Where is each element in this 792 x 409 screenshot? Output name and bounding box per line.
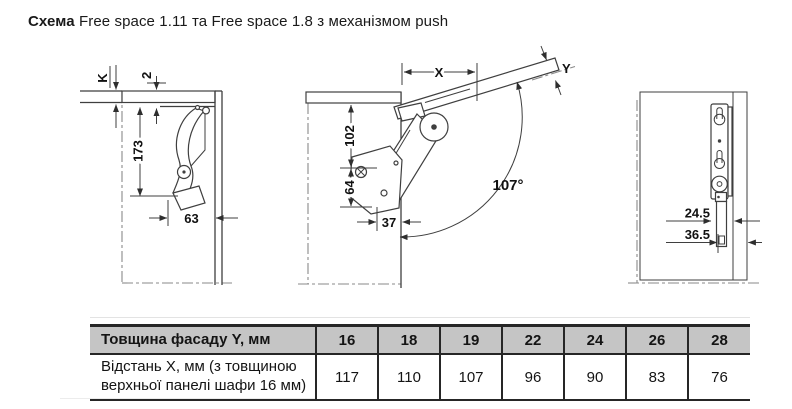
technical-drawing: K 2 173 63 — [80, 45, 762, 288]
table-data-row: Відстань X, мм (з товщиною верхньої пане… — [90, 354, 750, 400]
page-title-keyword: Схема — [28, 13, 75, 30]
dim-label-173: 173 — [131, 140, 146, 162]
distance-x-label: Відстань X, мм (з товщиною верхньої пане… — [90, 354, 316, 400]
diagram-open-side-view: Y X 102 64 37 107° — [298, 45, 576, 288]
dim-label-63: 63 — [184, 211, 198, 226]
page-title-text: Free space 1.11 та Free space 1.8 з меха… — [74, 13, 449, 30]
facade-thickness-header: Товщина фасаду Y, мм — [90, 325, 316, 355]
separator-line — [90, 317, 750, 318]
distance-x-value: 83 — [625, 354, 688, 400]
table-header-row: Товщина фасаду Y, мм 16 18 19 22 24 26 2… — [90, 325, 750, 355]
distance-x-value: 110 — [377, 354, 440, 400]
distance-x-value: 107 — [439, 354, 502, 400]
facade-thickness-value: 26 — [625, 325, 688, 355]
page-title: Схема Free space 1.11 та Free space 1.8 … — [28, 13, 448, 30]
facade-thickness-value: 19 — [439, 325, 502, 355]
dim-label-y: Y — [562, 61, 571, 76]
dimension-table: Товщина фасаду Y, мм 16 18 19 22 24 26 2… — [90, 324, 750, 401]
dim-label-64: 64 — [342, 180, 357, 195]
diagram-mounting-front-view: 24.5 36.5 — [628, 91, 762, 284]
dim-label-102: 102 — [342, 125, 357, 147]
dim-label-37: 37 — [382, 215, 396, 230]
facade-thickness-value: 24 — [563, 325, 626, 355]
footer-faint-line — [60, 398, 315, 399]
facade-thickness-value: 22 — [501, 325, 564, 355]
facade-thickness-value: 28 — [687, 325, 750, 355]
distance-x-value: 96 — [501, 354, 564, 400]
facade-thickness-value: 18 — [377, 325, 440, 355]
dim-label-2: 2 — [139, 72, 154, 79]
dim-label-36-5: 36.5 — [685, 227, 710, 242]
diagram-closed-side-view: K 2 173 63 — [80, 65, 238, 285]
distance-x-value: 117 — [315, 354, 378, 400]
distance-x-value: 76 — [687, 354, 750, 400]
facade-thickness-value: 16 — [315, 325, 378, 355]
dim-label-24-5: 24.5 — [685, 206, 710, 221]
distance-x-value: 90 — [563, 354, 626, 400]
dim-label-angle: 107° — [492, 177, 523, 194]
dim-label-x: X — [435, 65, 444, 80]
dim-label-k: K — [95, 73, 110, 83]
